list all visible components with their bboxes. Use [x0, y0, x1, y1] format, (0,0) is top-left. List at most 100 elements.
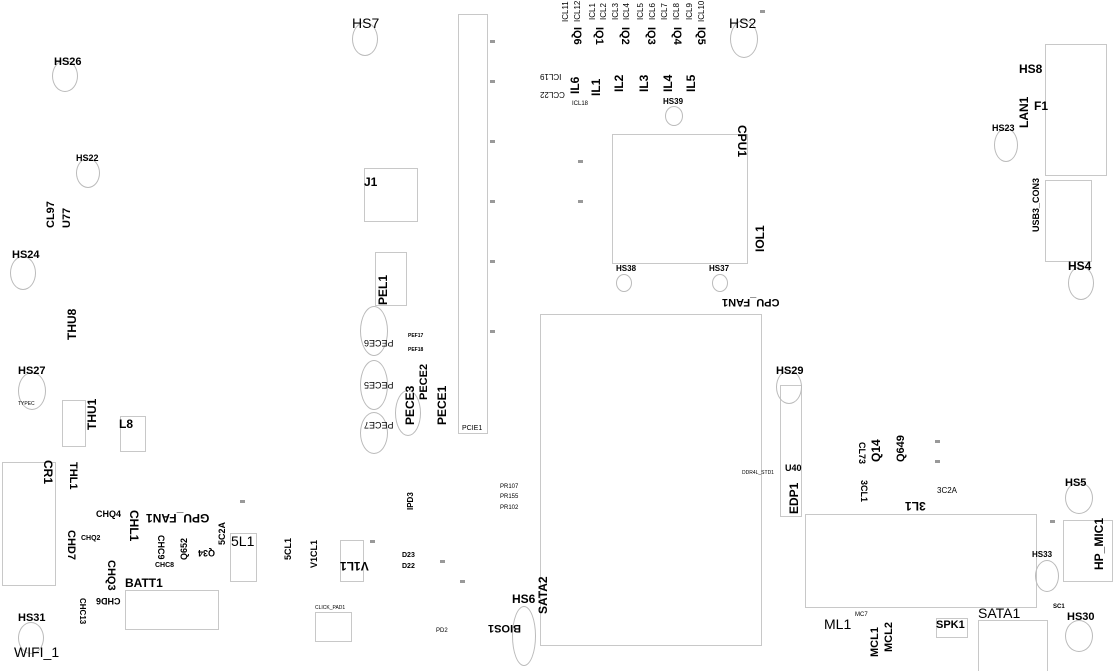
label-q652: Q652 [179, 537, 189, 560]
spk-outline [936, 618, 968, 638]
label-pece5: PECE5 [364, 380, 394, 390]
label-pece7: PECE7 [364, 420, 394, 430]
label-iq1: IQ1 [593, 27, 605, 45]
label-v1cl1: V1CL1 [309, 539, 319, 568]
5l1-outline [230, 533, 257, 582]
label-sata2: SATA2 [536, 576, 550, 614]
label-hs7: HS7 [352, 15, 380, 31]
label-batt1: BATT1 [125, 576, 163, 590]
label-pef17: PEF17 [408, 333, 424, 339]
pece5-hole [360, 360, 388, 410]
label-d23: D23 [402, 552, 415, 559]
l8-outline [120, 416, 146, 452]
smd-pad [490, 80, 495, 83]
label-pel1: PEL1 [376, 274, 390, 305]
label-hs23: HS23 [992, 123, 1015, 133]
clickpad-outline [315, 612, 352, 642]
io-board-outline [805, 514, 1037, 608]
label-icl4: ICL4 [622, 3, 631, 20]
label-chc8: CHC8 [155, 562, 175, 569]
smd-pad [490, 260, 495, 263]
hs29-hole [776, 370, 802, 404]
label-icl5: ICL5 [636, 3, 645, 20]
label-5l1: 5L1 [231, 533, 255, 549]
label-d22: D22 [402, 563, 415, 570]
label-iq3: IQ3 [645, 27, 657, 45]
label-mcl1: MCL1 [869, 627, 881, 657]
label-icl10: ICL10 [697, 0, 706, 22]
pece3-hole [395, 390, 421, 436]
hs39-hole [665, 106, 683, 126]
label-q14: Q14 [869, 439, 883, 462]
label-cl97: CL97 [45, 201, 57, 228]
label-icl19: ICL19 [540, 72, 562, 81]
pcie-slot-outline [458, 14, 488, 434]
label-hs27: HS27 [18, 365, 46, 377]
label-cpu-fan1: CPU_FAN1 [722, 296, 780, 308]
label-icl7: ICL7 [660, 3, 669, 20]
smd-pad [490, 200, 495, 203]
label-hs22: HS22 [76, 153, 99, 163]
label-pece6: PECE6 [364, 338, 394, 348]
label-icl12: ICL12 [573, 0, 582, 22]
label-chq2: CHQ2 [81, 535, 101, 542]
label-hs29: HS29 [776, 365, 804, 377]
label-5c2a: 5C2A [217, 521, 227, 545]
sata1-outline [978, 620, 1048, 671]
label-pece1: PECE1 [435, 385, 449, 425]
label-sata1: SATA1 [978, 605, 1021, 621]
smd-pad [490, 40, 495, 43]
smd-pad [440, 560, 445, 563]
smd-pad [240, 500, 245, 503]
label-gpu-fan1: GPU_FAN1 [146, 511, 210, 525]
label-icl6: ICL6 [648, 3, 657, 20]
smd-pad [935, 460, 940, 463]
label-chl1: CHL1 [127, 510, 141, 542]
label-hs6: HS6 [512, 592, 536, 606]
label-edp1: EDP1 [787, 482, 801, 514]
label-hs4: HS4 [1068, 259, 1092, 273]
hs30-hole [1065, 620, 1093, 652]
label-pr102: PR102 [500, 505, 519, 511]
label-typec: TYPEC [18, 401, 35, 407]
smd-pad [578, 160, 583, 163]
hs33-hole [1035, 560, 1059, 592]
hs7-hole [352, 22, 378, 56]
label-5cl1: 5CL1 [283, 537, 293, 560]
smd-pad [1050, 520, 1055, 523]
label-cl73: CL73 [857, 442, 867, 465]
label-3l1: 3L1 [905, 499, 926, 513]
j1-outline [364, 168, 418, 222]
label-u40: U40 [785, 463, 802, 473]
label-hs30: HS30 [1067, 611, 1095, 623]
smd-pad [460, 580, 465, 583]
cpu-socket-outline [612, 134, 748, 264]
label-chq4: CHQ4 [96, 509, 122, 519]
label-icl2: ICL2 [599, 3, 608, 20]
label-pece3: PECE3 [403, 385, 417, 425]
label-v1l1: V1L1 [340, 559, 369, 573]
label-clickpad1: CLICK_PAD1 [315, 605, 346, 611]
sata-board-outline [540, 314, 762, 646]
hs4-hole [1068, 266, 1094, 300]
label-il3: IL3 [637, 74, 651, 92]
hs6-hole [512, 606, 536, 666]
label-3c2a: 3C2A [937, 486, 958, 495]
label-il1: IL1 [589, 78, 603, 96]
label-iq6: IQ6 [571, 27, 583, 45]
label-ccl22: CCL22 [540, 90, 565, 99]
label-thl1: THL1 [67, 462, 79, 490]
label-cr1: CR1 [41, 460, 55, 485]
label-pd2: PD2 [436, 628, 448, 634]
label-hs33: HS33 [1032, 550, 1053, 559]
hs23-hole [994, 128, 1018, 162]
label-icl9: ICL9 [685, 3, 694, 20]
pece7-hole [360, 412, 388, 454]
label-sc1: SC1 [1053, 604, 1065, 610]
label-icl11: ICL11 [561, 1, 570, 22]
smd-pad [370, 540, 375, 543]
label-mc7: MC7 [855, 612, 868, 618]
label-icl18: ICL18 [572, 101, 589, 107]
v1l1-outline [340, 540, 364, 582]
label-iq4: IQ4 [671, 27, 683, 45]
